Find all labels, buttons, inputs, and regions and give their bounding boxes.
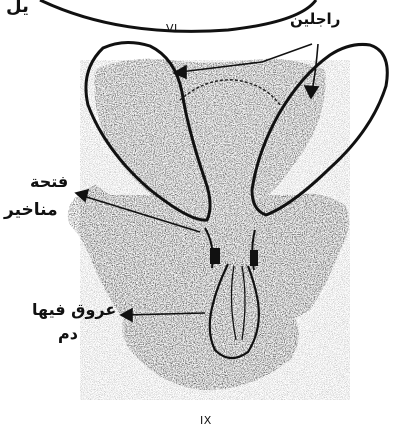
figure-number-bottom: IX bbox=[200, 414, 212, 427]
label-nostril-line2: مناخير bbox=[4, 200, 58, 220]
label-vessels-line2: دم bbox=[58, 324, 78, 343]
previous-figure-oval bbox=[40, 0, 316, 31]
label-vessels-line1: عروق فيها bbox=[32, 300, 116, 319]
label-legs: راجلين bbox=[290, 10, 340, 28]
previous-figure-label-fragment: يل bbox=[6, 0, 29, 17]
label-nostril-line1: فتحة bbox=[30, 172, 68, 191]
figure-number-top: VI bbox=[166, 22, 178, 35]
